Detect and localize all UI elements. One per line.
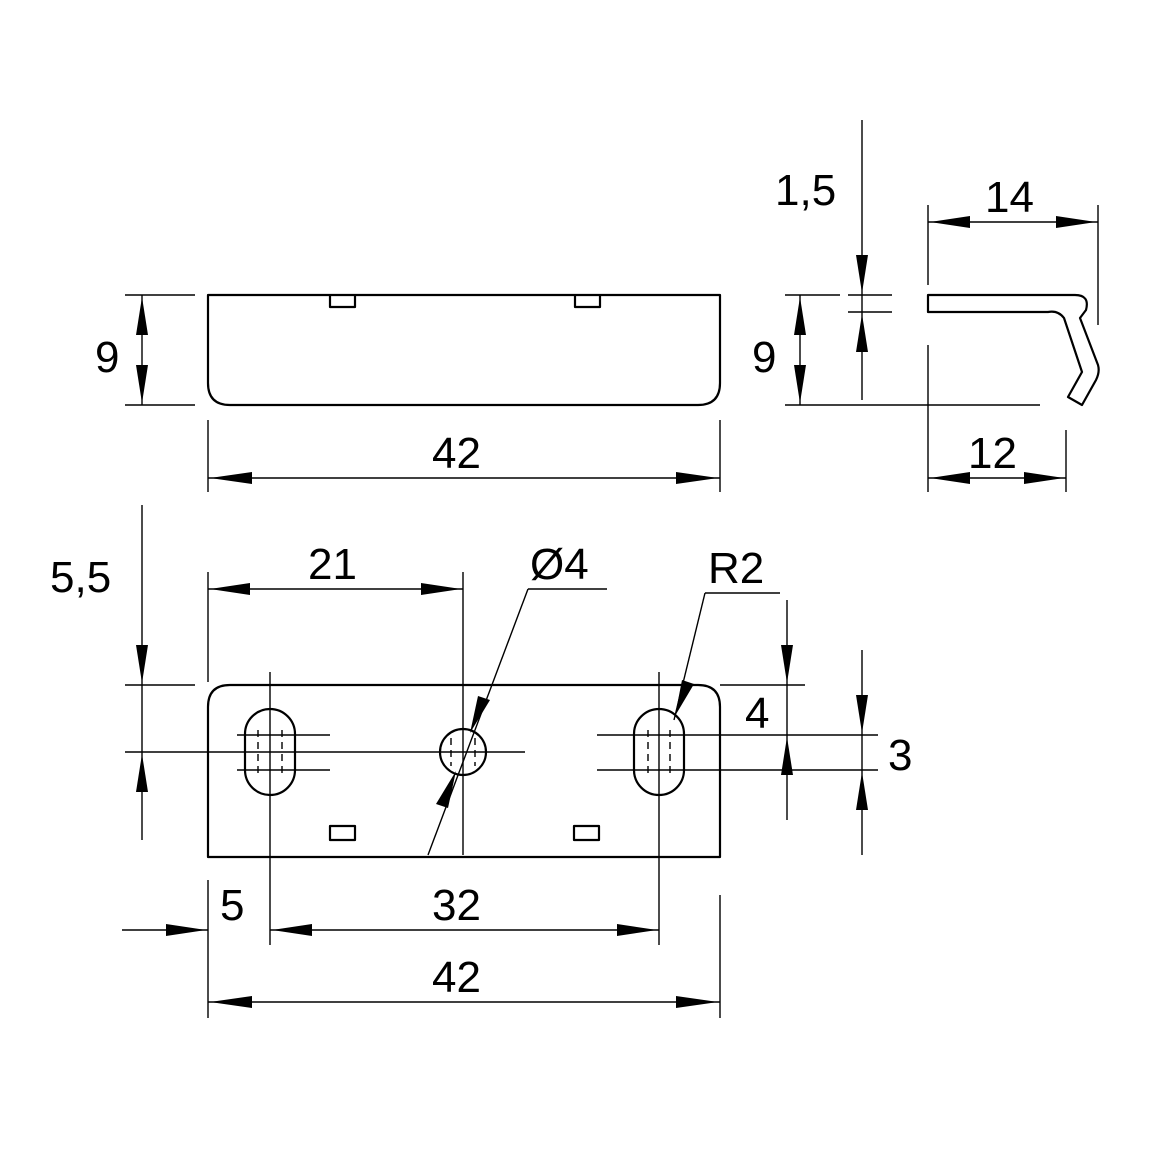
front-height-label: 9 — [95, 333, 119, 382]
top-view: 5,5 21 Ø4 R2 4 3 5 32 — [50, 505, 912, 1018]
slot-length-label: 3 — [888, 731, 912, 780]
top-notch-left — [328, 824, 357, 842]
slot-offset-label: 4 — [745, 689, 769, 738]
front-view-outline — [206, 293, 722, 407]
top-notch-right — [572, 824, 601, 842]
center-x-label: 21 — [308, 540, 357, 589]
top-width-label: 42 — [432, 953, 481, 1002]
slot-radius-label: R2 — [708, 544, 764, 593]
front-notch-left — [328, 295, 357, 309]
side-height-label: 9 — [752, 333, 776, 382]
side-width-bottom-label: 12 — [968, 429, 1017, 478]
offset-y-label: 5,5 — [50, 553, 111, 602]
thickness-label: 1,5 — [775, 166, 836, 215]
hole-diameter-label: Ø4 — [530, 540, 589, 589]
side-profile — [926, 293, 1100, 407]
side-width-top-label: 14 — [985, 173, 1034, 222]
top-view-outline — [206, 683, 722, 859]
side-view: 1,5 9 14 12 — [752, 120, 1100, 492]
hole-spacing-label: 32 — [432, 881, 481, 930]
edge-offset-label: 5 — [220, 881, 244, 930]
front-notch-right — [573, 295, 602, 309]
front-view: 9 42 — [95, 293, 722, 492]
front-width-label: 42 — [432, 429, 481, 478]
